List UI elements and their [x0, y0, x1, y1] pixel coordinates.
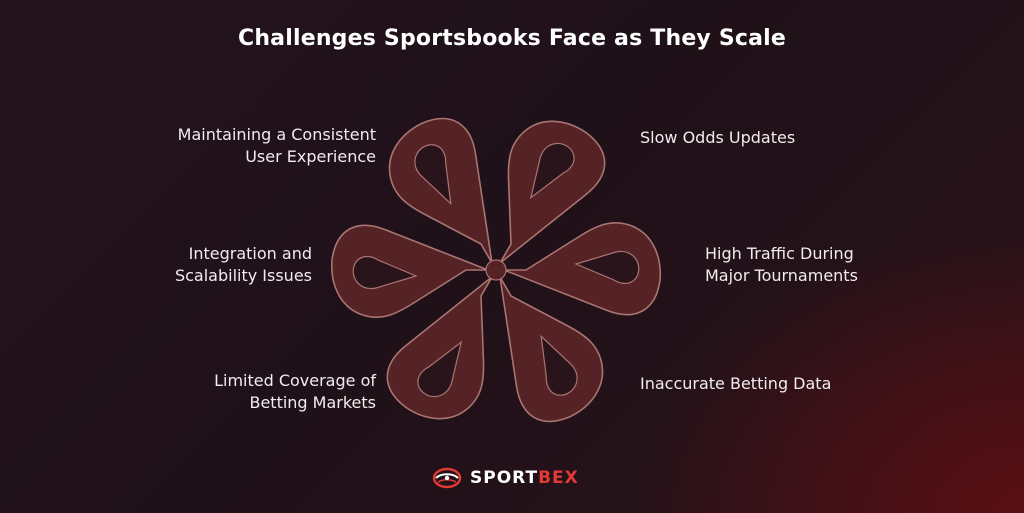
challenge-top-right: Slow Odds Updates	[640, 127, 795, 149]
challenge-middle-left: Integration and Scalability Issues	[175, 243, 312, 287]
knot-loops	[330, 103, 662, 437]
loop-2	[458, 103, 618, 287]
loop-5	[374, 253, 534, 437]
challenge-text: Inaccurate Betting Data	[640, 374, 832, 393]
logo-text-accent: BEX	[538, 468, 579, 488]
challenge-text: Slow Odds Updates	[640, 128, 796, 147]
logo-ball-icon	[432, 467, 462, 489]
challenge-bottom-left: Limited Coverage of Betting Markets	[214, 370, 376, 414]
loop-6	[330, 224, 489, 319]
challenge-text: Betting Markets	[249, 393, 376, 412]
challenge-middle-right: High Traffic During Major Tournaments	[705, 243, 858, 287]
loop-4	[460, 252, 620, 436]
challenge-top-left: Maintaining a Consistent User Experience	[178, 124, 376, 168]
loop-1	[372, 104, 532, 288]
knot-center	[485, 259, 507, 281]
page-title: Challenges Sportsbooks Face as They Scal…	[237, 26, 787, 51]
challenge-text: High Traffic During	[705, 244, 854, 263]
challenge-text: Maintaining a Consistent	[177, 125, 376, 144]
logo-text-main: SPORT	[470, 468, 539, 488]
challenge-text: Limited Coverage of	[214, 371, 376, 390]
logo-wordmark: SPORTBEX	[470, 468, 579, 488]
challenge-text: User Experience	[245, 147, 376, 166]
challenge-text: Major Tournaments	[705, 266, 858, 285]
challenge-text: Integration and	[188, 244, 312, 263]
challenge-text: Scalability Issues	[174, 266, 312, 285]
loop-3	[503, 221, 662, 316]
sportbex-logo: SPORTBEX	[432, 466, 579, 490]
challenge-bottom-right: Inaccurate Betting Data	[640, 373, 831, 395]
